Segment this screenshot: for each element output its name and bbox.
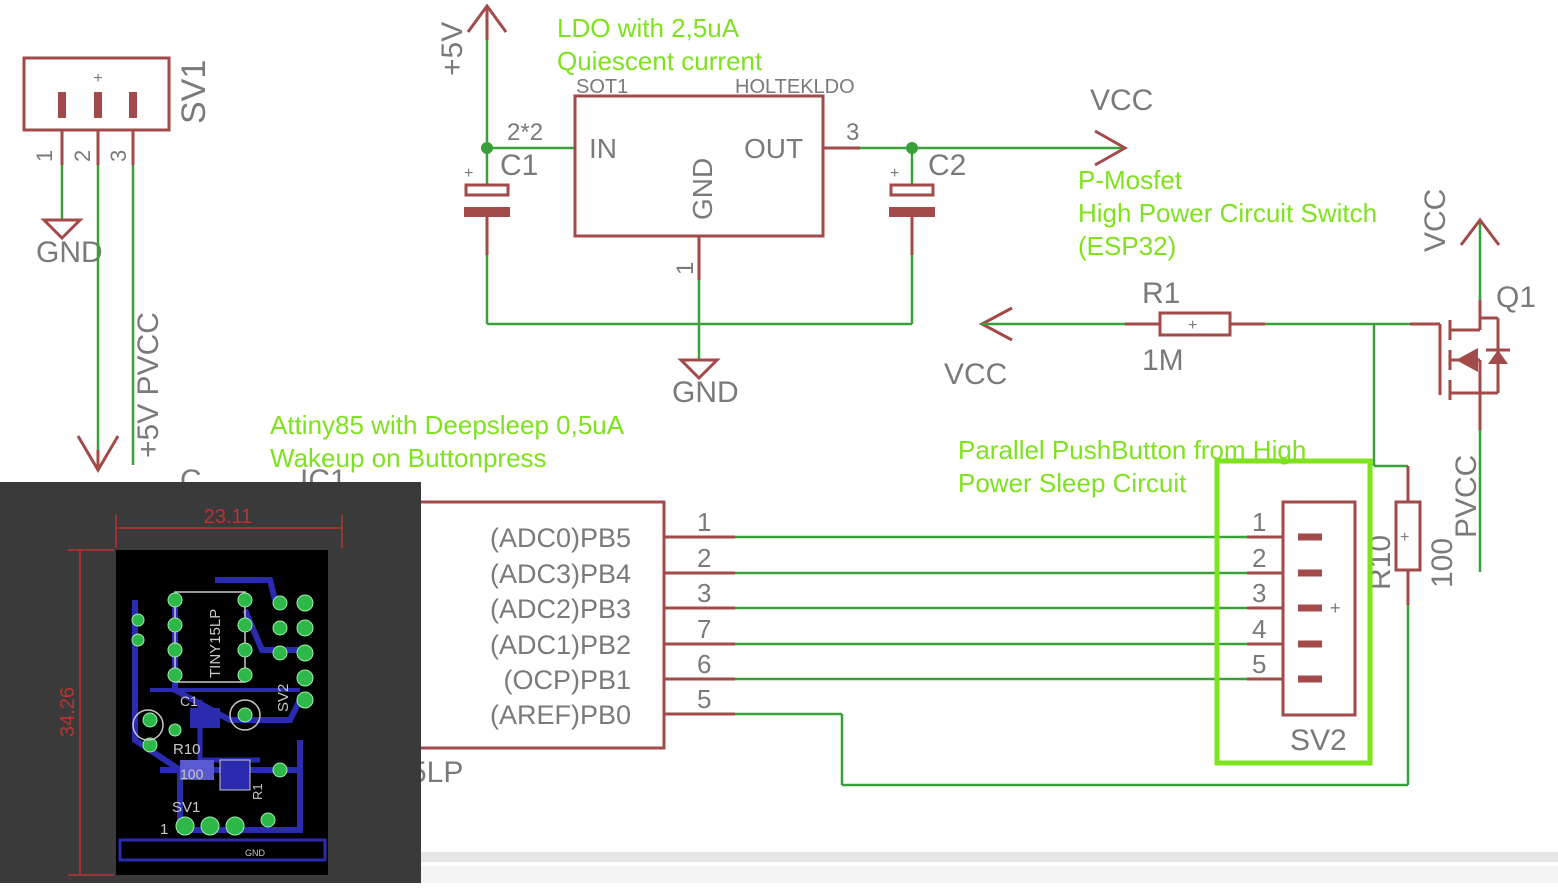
- sv1-pin-3: 3: [106, 150, 131, 162]
- gnd-label-ldo: GND: [672, 376, 739, 409]
- sv2-pin-1: 2: [1252, 543, 1266, 573]
- note-attiny-1: Attiny85 with Deepsleep 0,5uA: [270, 410, 625, 440]
- svg-text:+: +: [1188, 317, 1197, 334]
- ldo-pin-gnd: 1: [672, 262, 699, 275]
- note-ldo-1: LDO with 2,5uA: [557, 13, 740, 43]
- ldo-name: SOT1: [576, 76, 628, 98]
- c1-plate-top: [464, 183, 510, 197]
- ic-pin-3: 7: [697, 614, 711, 644]
- ldo-gnd: GND: [687, 158, 718, 220]
- c2-plate-top: [889, 183, 935, 197]
- notes: LDO with 2,5uA Quiescent current P-Mosfe…: [270, 13, 1377, 498]
- q1-label: Q1: [1496, 281, 1536, 314]
- ic-pin-2: 3: [697, 578, 711, 608]
- ic-port-3: (ADC1)PB2: [490, 630, 631, 660]
- pcb-gnd-label: GND: [245, 848, 266, 858]
- note-mosfet-1: P-Mosfet: [1078, 165, 1183, 195]
- pvcc-label-q1: PVCC: [1450, 455, 1483, 538]
- q1-arrow: [1456, 348, 1478, 372]
- r10-value: 100: [1426, 538, 1459, 588]
- note-attiny-2: Wakeup on Buttonpress: [270, 443, 547, 473]
- plus5v-label-ldo: +5V: [436, 22, 469, 76]
- vcc-label-out: VCC: [1090, 84, 1153, 117]
- pcb-preview: 23.11 34.26 TINY15LP: [0, 482, 421, 883]
- ic-port-0: (ADC0)PB5: [490, 523, 631, 553]
- vcc-arrow-out: [1094, 129, 1129, 167]
- pcb-sv2-label: SV2: [275, 684, 292, 712]
- svg-text:+: +: [1400, 529, 1409, 546]
- plus5v-arrow-sv1: [76, 435, 120, 473]
- ic-port-1: (ADC3)PB4: [490, 559, 631, 589]
- sv2-pins: 1 2 3 4 5: [1247, 507, 1322, 683]
- ic-pin-5: 5: [697, 684, 711, 714]
- ic-port-2: (ADC2)PB3: [490, 594, 631, 624]
- c1-plate-bottom: [464, 207, 510, 217]
- note-ldo-2: Quiescent current: [557, 46, 763, 76]
- ic-pin-0: 1: [697, 507, 711, 537]
- gnd-symbol-ldo: [677, 358, 721, 381]
- ic-port-5: (AREF)PB0: [490, 700, 631, 730]
- svg-text:+: +: [890, 165, 899, 182]
- svg-text:+: +: [464, 165, 473, 182]
- pcb-sv1-label: SV1: [172, 799, 200, 816]
- plus5v-arrow-ldo: [466, 3, 508, 33]
- vcc-label-q1: VCC: [1419, 189, 1452, 252]
- sv1-name: SV1: [175, 60, 213, 124]
- sv2-highlight-box: [1214, 458, 1373, 766]
- r1-name: R1: [1142, 277, 1180, 310]
- ic-pin-4: 6: [697, 649, 711, 679]
- sv2-pin-4: 5: [1252, 649, 1266, 679]
- ldo-out: OUT: [744, 133, 803, 164]
- gnd-symbol-sv1: [40, 218, 84, 241]
- ldo-pin-out: 3: [846, 119, 859, 146]
- note-mosfet-3: (ESP32): [1078, 231, 1176, 261]
- c2-plate-bottom: [889, 207, 935, 217]
- pcb-chip-label: TINY15LP: [207, 609, 224, 678]
- sv2-pin-2: 3: [1252, 578, 1266, 608]
- sv1-plus: +: [93, 70, 102, 87]
- pcb-width-dim: 23.11: [204, 506, 253, 528]
- c2-label: C2: [928, 149, 966, 182]
- note-mosfet-2: High Power Circuit Switch: [1078, 198, 1377, 228]
- pcb-c1-label: C1: [180, 693, 198, 709]
- pcb-height-dim: 34.26: [57, 687, 79, 737]
- ldo-section: +5V + C1 SOT1 HOLTEKLDO IN OUT GND 2*2 3…: [436, 3, 1153, 409]
- ldo-value: HOLTEKLDO: [735, 76, 855, 98]
- pcb-pin1-label: 1: [160, 821, 168, 838]
- r10-section: + R10 100: [840, 464, 1459, 787]
- ic-port-4: (OCP)PB1: [503, 665, 631, 695]
- pcb-r10-value: 100: [180, 766, 204, 782]
- sv2-name: SV2: [1290, 724, 1347, 757]
- pcb-r1-label: R1: [250, 783, 265, 800]
- ic-pin-1: 2: [697, 543, 711, 573]
- mosfet-section: VCC + R1 1M Q1 VCC PVCC: [944, 189, 1536, 572]
- scroll-track[interactable]: [420, 852, 1558, 862]
- vcc-label-r1: VCC: [944, 358, 1007, 391]
- vcc-arrow-q1: [1459, 217, 1501, 246]
- r1-value: 1M: [1142, 344, 1184, 377]
- note-button-2: Power Sleep Circuit: [958, 468, 1187, 498]
- c1-label: C1: [500, 149, 538, 182]
- ldo-in: IN: [589, 133, 617, 164]
- sv1-pin-2: 2: [70, 150, 95, 162]
- sv2-pin-3: 4: [1252, 614, 1266, 644]
- ic-ports: (ADC0)PB5 1 (ADC3)PB4 2 (ADC2)PB3 3 (ADC1)PB2 7…: [490, 507, 1247, 730]
- q1-diode: [1488, 350, 1508, 364]
- sv1-pin-1: 1: [32, 150, 57, 162]
- note-button-1: Parallel PushButton from High: [958, 435, 1306, 465]
- sv2-pin-0: 1: [1252, 507, 1266, 537]
- sv2-connector: SV2 +: [1214, 458, 1373, 766]
- plus5v-pvcc-label: +5V PVCC: [132, 312, 165, 458]
- svg-text:+: +: [1330, 598, 1341, 618]
- sv1-connector: + SV1 1 2 3 GND +5V PVCC: [22, 56, 213, 473]
- ldo-pin-in: 2*2: [507, 119, 543, 146]
- gnd-label-sv1: GND: [36, 236, 103, 269]
- pcb-r10-label: R10: [173, 741, 201, 758]
